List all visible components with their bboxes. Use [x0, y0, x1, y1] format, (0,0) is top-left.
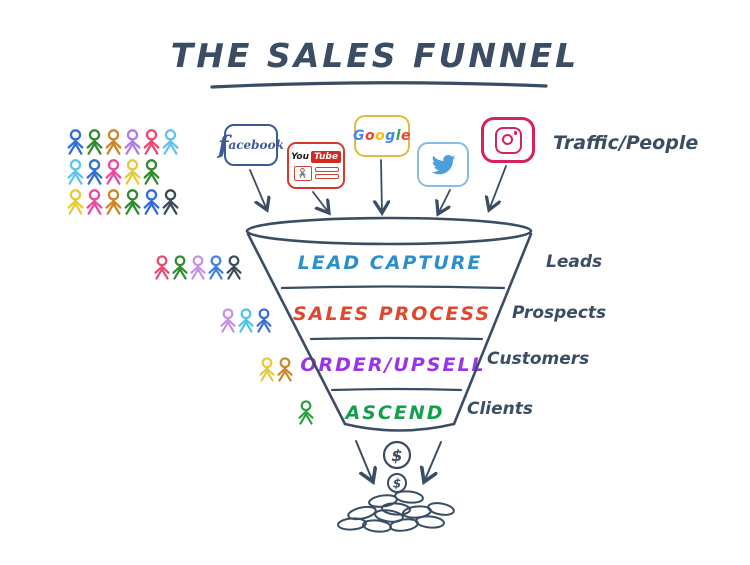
person-icon — [298, 400, 314, 425]
person-icon — [86, 189, 103, 215]
person-icon — [105, 129, 122, 155]
person-icon — [124, 189, 141, 215]
traffic-crowd-row-2 — [66, 158, 161, 186]
youtube-you-text: You — [291, 151, 310, 162]
person-icon — [143, 189, 160, 215]
person-icon — [172, 255, 188, 280]
person-icon — [105, 189, 122, 215]
google-letter: G — [352, 128, 365, 144]
google-letter: o — [364, 128, 376, 144]
person-icon — [154, 255, 170, 280]
instagram-lens — [502, 134, 513, 145]
person-icon — [259, 357, 275, 382]
youtube-video-list — [293, 165, 339, 181]
prospects-figures — [219, 307, 273, 334]
twitter-bird-icon — [431, 154, 456, 174]
facebook-logo-text: facebook — [218, 130, 284, 159]
google-icon: Google — [353, 115, 411, 157]
person-icon — [299, 168, 306, 178]
coin-pile — [337, 490, 455, 533]
funnel-bottom — [343, 422, 456, 432]
title-underline — [210, 81, 548, 89]
person-icon — [162, 189, 179, 215]
funnel-divider-1 — [280, 285, 506, 290]
youtube-lines — [314, 167, 339, 179]
youtube-line — [314, 174, 339, 179]
twitter-icon — [417, 142, 469, 187]
stage-label-sales-process: SALES PROCESS — [292, 303, 492, 325]
person-icon — [67, 189, 84, 215]
side-label-customers: Customers — [487, 349, 590, 369]
google-letter: l — [395, 128, 402, 144]
arrow-facebook — [249, 169, 267, 210]
youtube-line — [314, 167, 339, 172]
google-letter: o — [375, 128, 386, 144]
person-icon — [124, 159, 141, 185]
person-icon — [220, 308, 236, 333]
person-icon — [86, 129, 103, 155]
person-icon — [86, 159, 103, 185]
instagram-icon — [481, 117, 535, 163]
arrow-instagram — [489, 165, 507, 210]
funnel-divider-2 — [309, 336, 484, 341]
dollar-sign-small: $ — [393, 477, 401, 491]
traffic-crowd-row-1 — [66, 128, 180, 156]
arrow-money-right — [424, 441, 442, 482]
person-icon — [124, 129, 141, 155]
arrow-youtube — [312, 191, 329, 213]
dollar-sign-large: $ — [391, 446, 402, 465]
person-icon — [105, 159, 122, 185]
funnel-divider-3 — [330, 387, 463, 392]
person-icon — [67, 129, 84, 155]
arrow-google — [381, 159, 382, 213]
arrow-twitter — [438, 189, 451, 214]
youtube-icon: You Tube — [287, 142, 345, 189]
instagram-camera-glyph — [494, 126, 522, 154]
customers-figures — [258, 356, 294, 383]
facebook-icon: facebook — [218, 124, 284, 166]
page-title: THE SALES FUNNEL — [170, 36, 580, 75]
google-letter: e — [401, 128, 412, 144]
person-icon — [208, 255, 224, 280]
youtube-thumbnail — [293, 165, 312, 181]
dollar-coin-small — [387, 473, 407, 493]
youtube-logo-row: You Tube — [291, 150, 341, 163]
person-icon — [143, 129, 160, 155]
traffic-people-label: Traffic/People — [553, 132, 699, 154]
person-icon — [238, 308, 254, 333]
instagram-flash-dot — [513, 131, 517, 135]
person-icon — [190, 255, 206, 280]
side-label-leads: Leads — [546, 252, 603, 272]
person-icon — [162, 129, 179, 155]
side-label-prospects: Prospects — [512, 303, 607, 323]
person-icon — [256, 308, 272, 333]
stage-label-order-upsell: ORDER/UPSELL — [300, 354, 486, 376]
traffic-crowd-row-3 — [66, 188, 180, 216]
funnel-rim — [245, 216, 533, 246]
person-icon — [67, 159, 84, 185]
dollar-coin-large — [382, 440, 412, 470]
person-icon — [226, 255, 242, 280]
google-logo-text: Google — [353, 128, 411, 144]
clients-figures — [297, 399, 315, 426]
side-label-clients: Clients — [467, 399, 534, 419]
person-icon — [143, 159, 160, 185]
stage-label-lead-capture: LEAD CAPTURE — [297, 252, 483, 274]
youtube-tube-badge: Tube — [311, 150, 341, 163]
google-letter: g — [385, 128, 396, 144]
stage-label-ascend: ASCEND — [345, 402, 445, 424]
leads-figures — [153, 254, 243, 281]
person-icon — [277, 357, 293, 382]
arrow-money-left — [355, 440, 373, 482]
